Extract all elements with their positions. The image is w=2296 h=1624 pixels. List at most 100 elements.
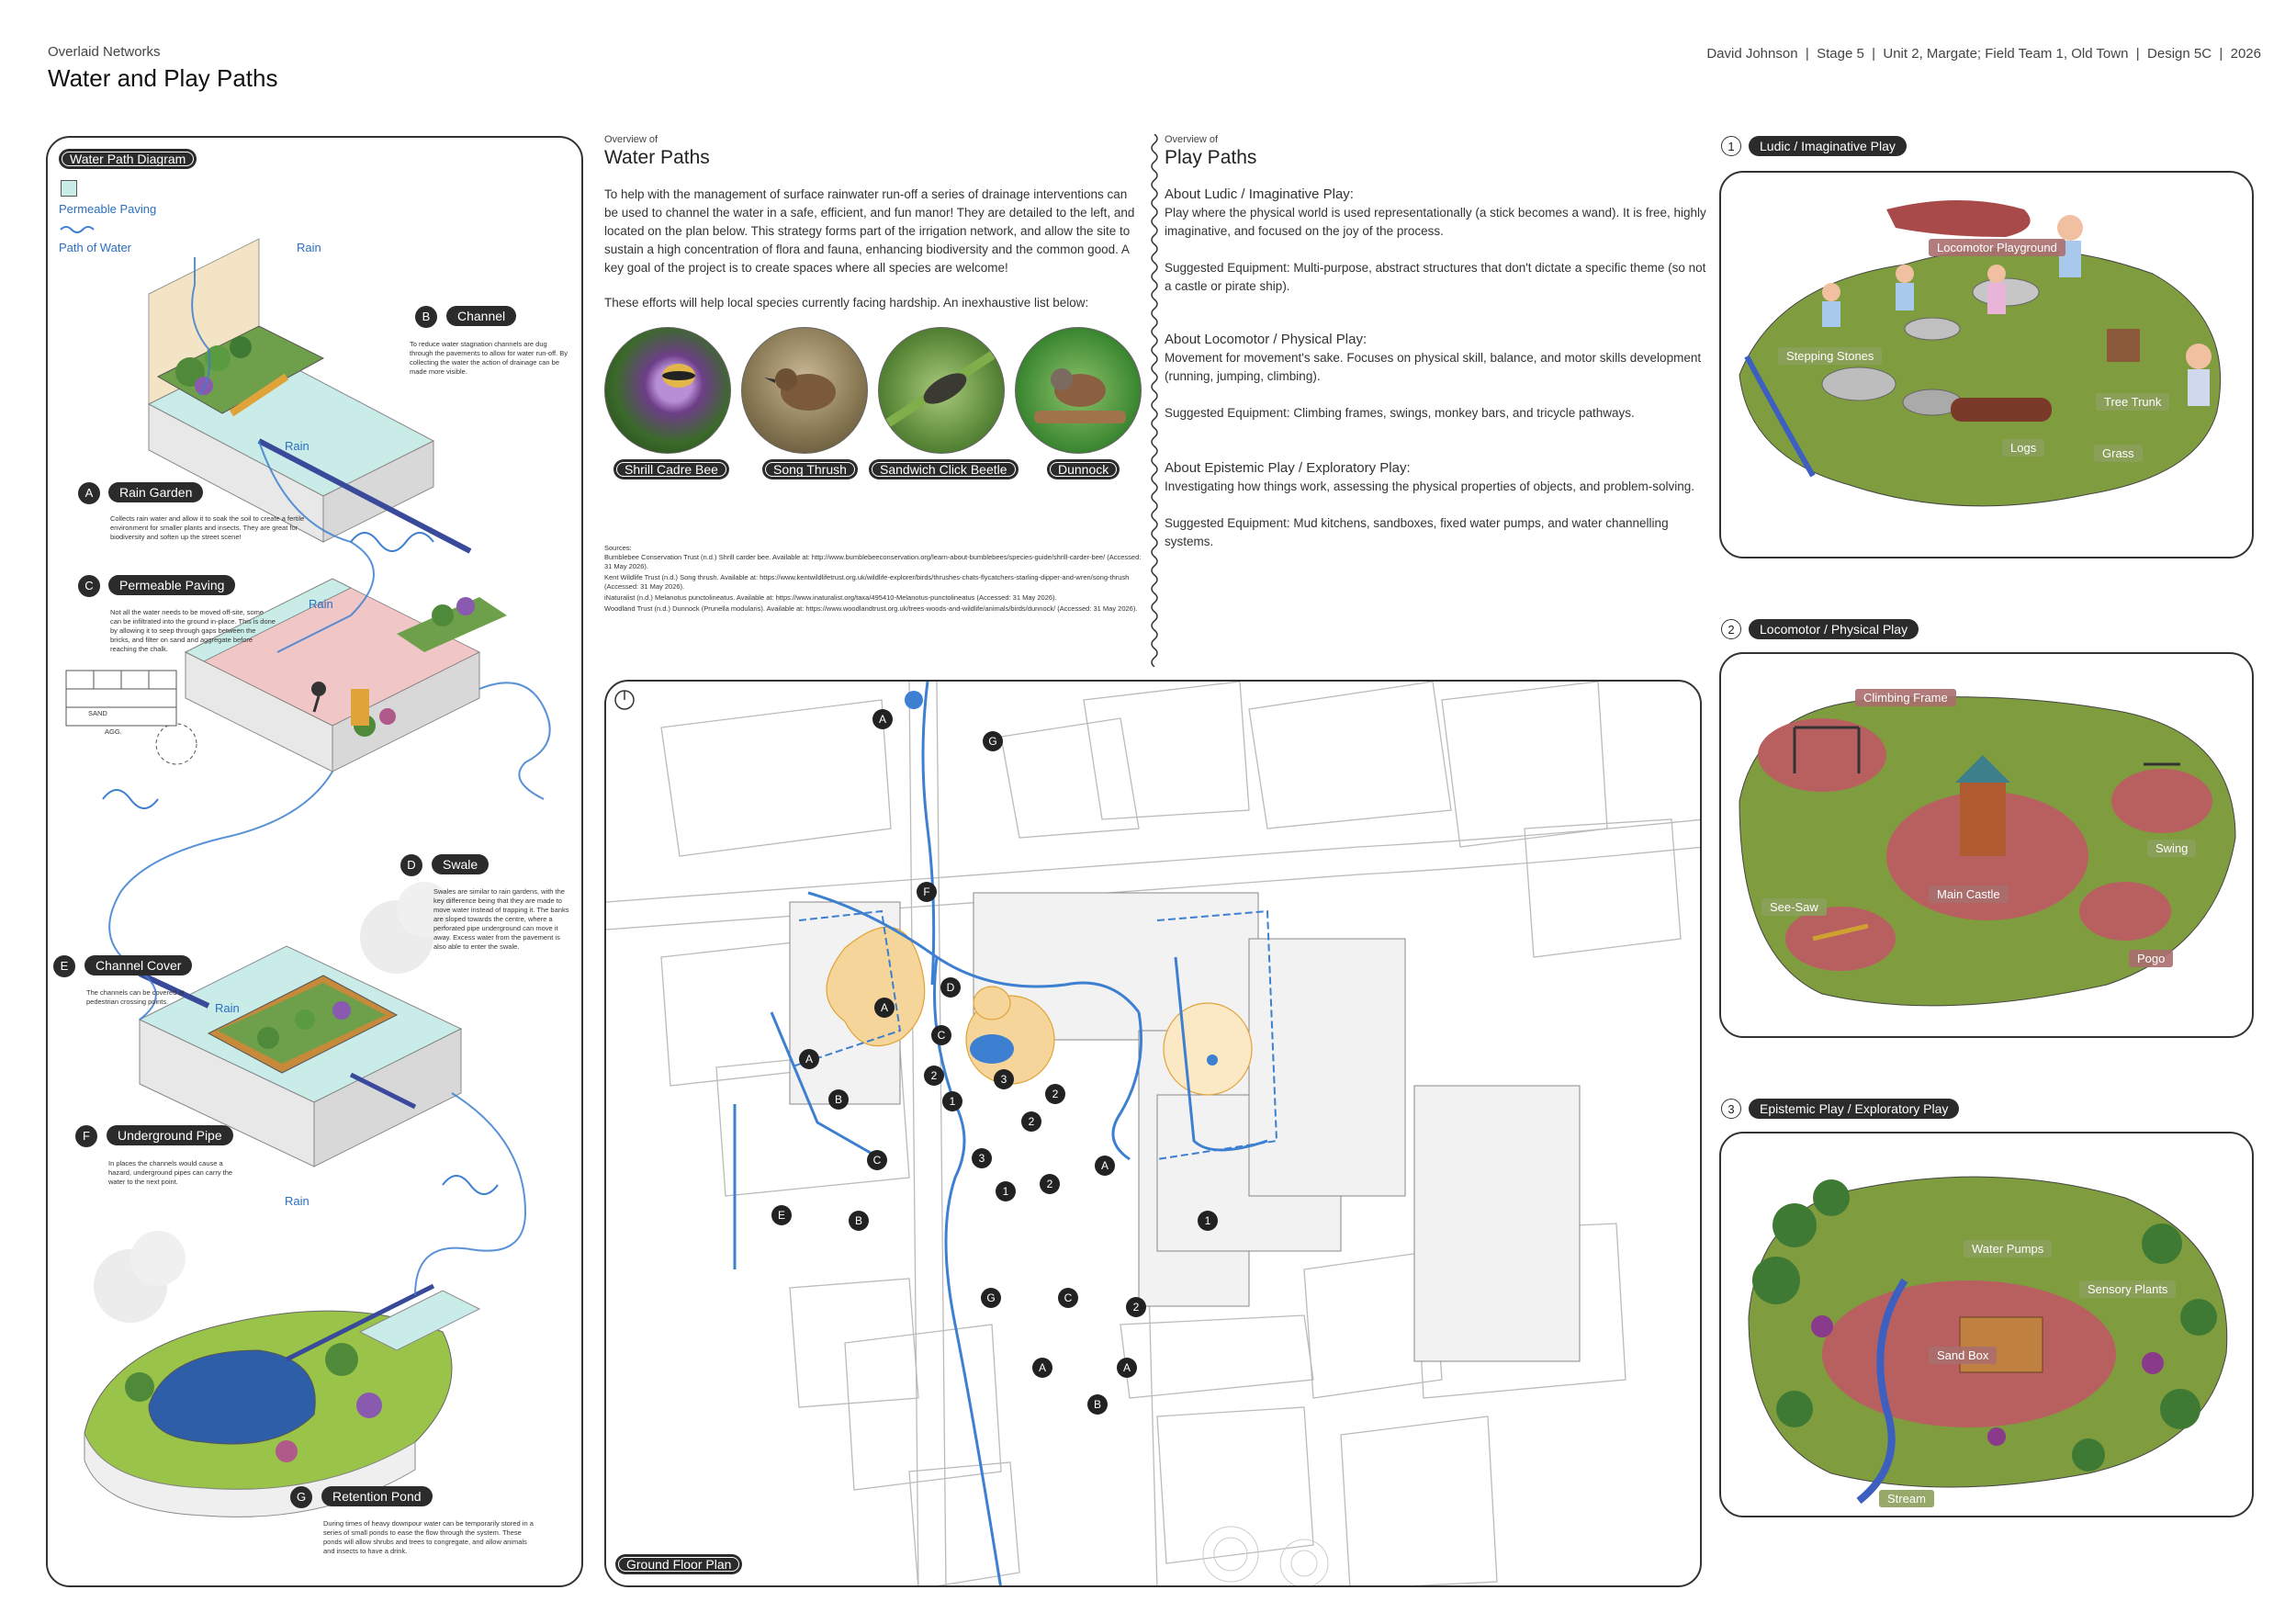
ludic-label-grass: Grass (2094, 445, 2143, 462)
play-panel-1: Locomotor Playground Stepping Stones Tre… (1719, 171, 2254, 558)
plan-marker-2: 2 (924, 1066, 944, 1086)
loco-label-swing: Swing (2147, 840, 2197, 857)
species-bee-image (604, 327, 731, 454)
rain-label-5: Rain (285, 1194, 310, 1208)
ludic-label-logs: Logs (2002, 439, 2045, 457)
plan-marker-a: A (872, 709, 893, 729)
epi-label-water-pumps: Water Pumps (1964, 1240, 2053, 1257)
plan-marker-g: G (983, 731, 1003, 751)
plan-marker-a: A (1095, 1156, 1115, 1176)
header-subtitle: Overlaid Networks (48, 44, 161, 60)
sources-title: Sources: (604, 544, 632, 552)
species-label-dunnock: Dunnock (1047, 459, 1120, 479)
item-a-title: Rain Garden (108, 482, 204, 502)
plan-marker-1: 1 (942, 1091, 962, 1111)
play-panel-1-title: Ludic / Imaginative Play (1749, 136, 1907, 156)
item-c-text: Not all the water needs to be moved off-… (110, 608, 276, 653)
ground-floor-plan-panel: A G F D A C A B C E B G C A A B A 1 2 3 … (604, 680, 1702, 1587)
source-4: Woodland Trust (n.d.) Dunnock (Prunella … (604, 604, 1138, 613)
rain-label-2: Rain (285, 439, 310, 453)
play-paths-title: Play Paths (1165, 147, 1257, 168)
ludic-label-locomotor-playground: Locomotor Playground (1929, 239, 2065, 256)
species-label-thrush: Song Thrush (762, 459, 858, 479)
plan-marker-c: C (931, 1025, 951, 1045)
item-e-letter: E (53, 955, 75, 977)
locomotor-play-illustration (1739, 696, 2236, 1007)
plan-marker-g: G (981, 1288, 1001, 1308)
legend-paving-swatch (61, 180, 77, 197)
water-diagram-illustration (65, 238, 551, 1517)
plan-marker-e: E (771, 1205, 792, 1225)
legend-water-label: Path of Water (59, 241, 131, 254)
epi-label-sand-box: Sand Box (1929, 1347, 1998, 1364)
plan-marker-a: A (799, 1049, 819, 1069)
play-panel-3-number: 3 (1721, 1099, 1741, 1119)
rain-label-1: Rain (297, 241, 321, 254)
sand-label: SAND (88, 709, 107, 717)
item-e-title: Channel Cover (84, 955, 193, 976)
item-b-letter: B (415, 306, 437, 328)
loco-label-climbing-frame: Climbing Frame (1855, 689, 1956, 706)
water-paths-title: Water Paths (604, 147, 710, 168)
plan-marker-b: B (1087, 1394, 1108, 1415)
plan-marker-2: 2 (1040, 1174, 1060, 1194)
epi-text: Investigating how things work, assessing… (1165, 479, 1695, 493)
plan-marker-1: 1 (1198, 1211, 1218, 1231)
ludic-equipment: Suggested Equipment: Multi-purpose, abst… (1165, 261, 1706, 293)
plan-marker-b: B (828, 1089, 849, 1110)
water-paths-kicker: Overview of (604, 134, 658, 145)
ground-floor-plan-tag: Ground Floor Plan (615, 1554, 743, 1574)
ground-floor-plan-drawing (606, 682, 1700, 1585)
plan-marker-d: D (940, 977, 961, 998)
page-title: Water and Play Paths (48, 64, 278, 92)
epistemic-play-illustration (1748, 1176, 2228, 1505)
plan-marker-3: 3 (994, 1069, 1014, 1089)
loco-heading: About Locomotor / Physical Play: (1165, 332, 1367, 347)
item-d-letter: D (400, 854, 422, 876)
water-paths-p1: To help with the management of surface r… (604, 187, 1135, 275)
play-panel-3: Water Pumps Sensory Plants Sand Box Stre… (1719, 1132, 2254, 1517)
retention-pond-block (84, 1231, 481, 1517)
plan-marker-c: C (867, 1150, 887, 1170)
play-paths-kicker: Overview of (1165, 134, 1219, 145)
item-f-letter: F (75, 1125, 97, 1147)
source-2: Kent Wildlife Trust (n.d.) Song thrush. … (604, 573, 1130, 591)
source-3: iNaturalist (n.d.) Melanotus punctolinea… (604, 593, 1057, 602)
item-b-title: Channel (446, 306, 517, 326)
plan-marker-b: B (849, 1211, 869, 1231)
plan-marker-a: A (1117, 1358, 1137, 1378)
item-a-letter: A (78, 482, 100, 504)
item-c-letter: C (78, 575, 100, 597)
loco-text: Movement for movement's sake. Focuses on… (1165, 351, 1702, 383)
item-d-text: Swales are similar to rain gardens, with… (433, 887, 569, 951)
wavy-divider (1151, 134, 1158, 667)
permeable-paving-block (65, 578, 507, 773)
item-d-title: Swale (432, 854, 490, 874)
rain-label-4: Rain (215, 1001, 240, 1015)
play-panel-2-number: 2 (1721, 619, 1741, 639)
ludic-label-tree-trunk: Tree Trunk (2096, 393, 2170, 411)
swale-block (138, 882, 463, 1167)
water-diagram-tag: Water Path Diagram (59, 149, 197, 169)
epi-label-stream: Stream (1879, 1490, 1934, 1507)
agg-label: AGG. (105, 727, 122, 736)
plan-marker-3: 3 (972, 1148, 992, 1168)
item-g-title: Retention Pond (321, 1486, 433, 1506)
plan-marker-2: 2 (1021, 1111, 1041, 1132)
item-a-text: Collects rain water and allow it to soak… (110, 514, 305, 541)
play-panel-1-number: 1 (1721, 136, 1741, 156)
legend-water-icon (60, 226, 95, 233)
loco-label-main-castle: Main Castle (1929, 885, 2009, 903)
item-f-title: Underground Pipe (107, 1125, 233, 1145)
epi-label-sensory-plants: Sensory Plants (2079, 1280, 2177, 1298)
species-dunnock-image (1015, 327, 1142, 454)
species-label-bee: Shrill Cadre Bee (613, 459, 729, 479)
plan-marker-2: 2 (1126, 1297, 1146, 1317)
source-1: Bumblebee Conservation Trust (n.d.) Shri… (604, 553, 1142, 570)
play-panel-2: Climbing Frame Swing Main Castle See-Saw… (1719, 652, 2254, 1038)
legend-paving-label: Permeable Paving (59, 202, 157, 216)
species-label-beetle: Sandwich Click Beetle (869, 459, 1019, 479)
epi-equipment: Suggested Equipment: Mud kitchens, sandb… (1165, 516, 1669, 548)
rain-garden-block (147, 238, 472, 554)
ludic-text: Play where the physical world is used re… (1165, 206, 1706, 238)
